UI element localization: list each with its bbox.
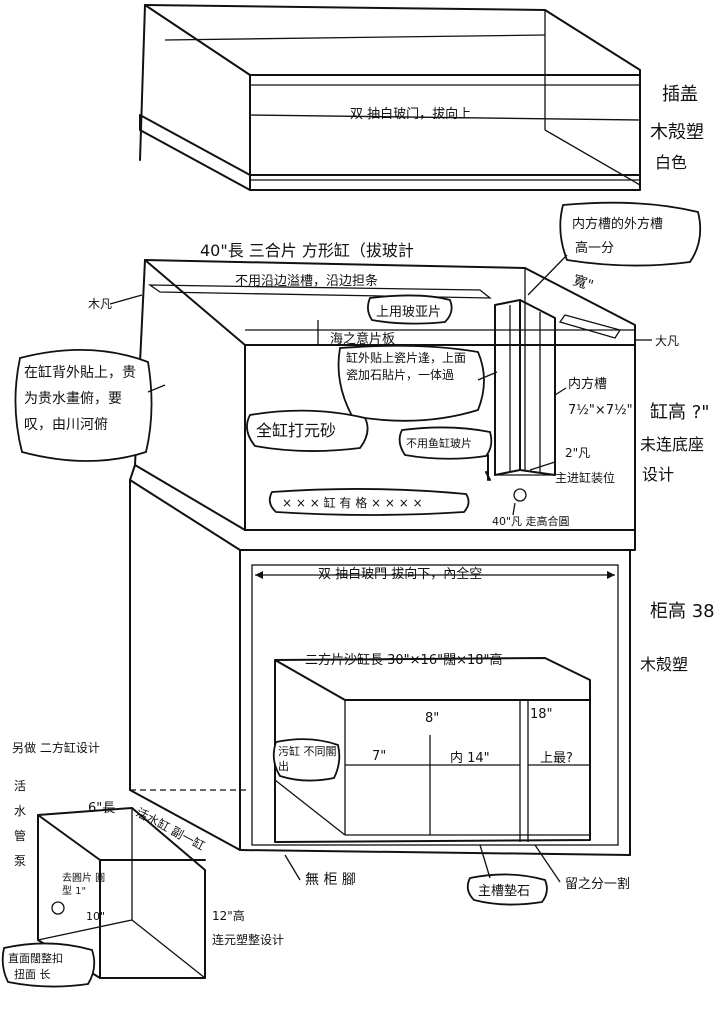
inner-box-sub: 高一分: [575, 240, 614, 256]
tank-title: 40"長 三合片 方形缸（拔玻計: [200, 241, 414, 260]
small-height-1: 12"高: [212, 908, 245, 923]
side-right-label: 大凡: [655, 334, 679, 348]
cover-material-label: 木殻塑: [650, 122, 704, 143]
pipe-label: 40"凡 走高合圓: [492, 514, 570, 528]
dim-18-label: 18": [530, 707, 553, 722]
side-left-label: 木凡: [88, 297, 112, 311]
small-height-2: 连元塑整设计: [212, 932, 284, 947]
sand-bubble: [466, 873, 548, 906]
height-note-2: 未连底座: [640, 435, 704, 454]
cabinet-glass-label: 双 抽白玻門 拔向下，內全空: [318, 566, 482, 582]
cabinet: [129, 479, 631, 856]
top-panel-bubble: [367, 294, 453, 325]
floor-grill-bubble: [268, 488, 470, 516]
floor-grill-label: × × × 缸 有 格 × × × ×: [282, 495, 423, 510]
dim-left-bubble: [272, 738, 341, 782]
small-bottom-1: 直面闊整扣: [8, 951, 63, 965]
dim-7-label: 7": [372, 749, 386, 764]
no-glass-bubble: [398, 426, 493, 460]
inner-size-label: 7½"×7½": [568, 403, 633, 418]
cover-corner-label: 插盖: [662, 84, 698, 105]
inner-box-bubble: [559, 201, 702, 267]
box-width-label: 寬": [571, 272, 596, 294]
sump-tank: [274, 657, 591, 843]
cabinet-height-2: 木殻塑: [640, 655, 688, 674]
cover-glass-label: 双 抽白玻门，拔向上: [350, 106, 471, 122]
dim-left-text: 污缸 不同閣出: [278, 745, 337, 773]
separator-label: 留之分一割: [565, 876, 630, 892]
dim-14-label: 内 14": [450, 750, 490, 766]
left-note-bubble: [14, 349, 153, 462]
small-left-3: 管: [14, 828, 26, 843]
cover-lid: [139, 4, 641, 191]
tile-note-bubble: [337, 344, 485, 422]
small-bottom-bubble: [1, 942, 96, 988]
height-note-1: 缸高 ?": [650, 401, 710, 423]
small-left-4: 泵: [14, 854, 26, 868]
no-glass-label: 不用鱼缸玻片: [406, 436, 472, 450]
inner-box-label: 内方槽的外方槽: [572, 216, 663, 232]
pump-sub-label: 主进缸装位: [555, 470, 615, 485]
small-tank: [37, 807, 206, 979]
tile-note-text: 缸外贴上瓷片逢，上面瓷加石貼片，一体過: [346, 351, 467, 382]
small-dim-label: 10": [86, 910, 105, 923]
sand-label: 主槽墊石: [478, 884, 530, 899]
top-panel-label: 上用玻亚片: [376, 305, 441, 320]
pump-label: 2"凡: [565, 446, 590, 460]
small-circle-text: 去圓片 圓型 1": [62, 873, 106, 897]
inner-column: [494, 299, 556, 502]
fill-label: 全缸打元砂: [256, 421, 336, 440]
dim-right-label: 上最?: [540, 751, 573, 766]
dim-8-label: 8": [425, 711, 439, 726]
cabinet-height-1: 柜高 38": [650, 601, 716, 622]
beam-label: 海之意片板: [330, 331, 395, 347]
cover-color-label: 白色: [655, 153, 687, 172]
small-left-1: 活: [14, 779, 26, 793]
small-left-2: 水: [14, 804, 26, 818]
left-note-text: 在缸背外貼上，贵为贵水畫俯，要叹，由川河俯: [24, 365, 136, 433]
small-bottom-2: 扭面 长: [14, 967, 51, 981]
inner-tank-label: 内方槽: [568, 376, 607, 392]
height-note-3: 设计: [642, 465, 674, 484]
small-cabinet-title: 另做 二方缸设计: [12, 740, 100, 755]
no-overflow-label: 不用沿边溢槽，沿边担条: [235, 273, 378, 289]
no-wheels-label: 無 柜 腳: [305, 872, 356, 888]
fill-bubble: [246, 409, 369, 452]
small-len-label: 6"長: [88, 801, 115, 816]
